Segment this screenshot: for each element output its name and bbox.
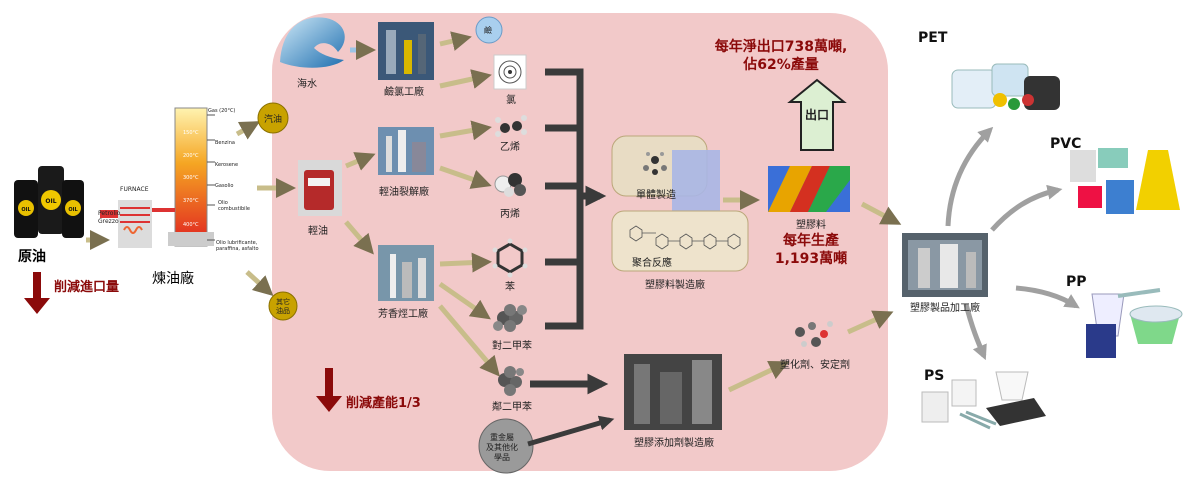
ethylene-molecule-icon — [495, 115, 527, 137]
oxylene-label: 鄰二甲苯 — [492, 402, 532, 413]
production-text-2: 1,193萬噸 — [774, 251, 848, 267]
temp-150: 150°C — [183, 130, 199, 136]
polymer-structure-icon — [629, 225, 741, 250]
capacity-note: 削減產能1/3 — [346, 396, 421, 411]
export-label: 出口 — [805, 108, 830, 122]
svg-text:OIL: OIL — [21, 207, 31, 213]
export-text-1: 每年淨出口738萬噸, — [714, 39, 848, 55]
processing-label: 塑膠製品加工廠 — [910, 303, 980, 314]
export-arrow — [787, 78, 847, 151]
seawater-icon — [280, 17, 345, 68]
plasticizer-label: 塑化劑、安定劑 — [780, 360, 850, 371]
fraction-gasolio: Gasolio — [215, 183, 234, 189]
aromatics-plant-photo — [378, 245, 434, 301]
pvc-products-icon — [1070, 148, 1180, 214]
pet-containers-icon — [951, 63, 1060, 110]
fraction-gas: Gas (20°C) — [208, 108, 236, 114]
plastic-pellets-icon — [768, 166, 850, 212]
ps-label: PS — [924, 368, 945, 384]
additive-factory-photo — [624, 354, 722, 430]
temp-370: 370°C — [183, 198, 199, 204]
other-oil-label-1: 其它 — [276, 298, 290, 306]
pp-products-icon — [1086, 288, 1183, 358]
o-xylene-molecule-icon — [498, 366, 524, 396]
fraction-benzina: Benzina — [215, 140, 235, 146]
grezzo-label: Grezzo — [98, 218, 119, 225]
temp-400: 400°C — [183, 222, 199, 228]
gasoline-circle — [257, 102, 289, 134]
oil-barrels-icon: OIL OIL OIL — [14, 166, 84, 238]
pet-label: PET — [918, 30, 948, 46]
fraction-combustibile: combustibile — [218, 206, 251, 212]
benzene-label: 苯 — [505, 282, 515, 293]
seawater-label: 海水 — [297, 79, 317, 90]
other-oil-circle — [268, 291, 298, 321]
chlorine-label: 氯 — [506, 95, 516, 106]
monomer-label: 單體製造 — [636, 190, 676, 201]
fraction-paraffina: paraffina, asfalto — [216, 246, 259, 252]
chlorine-atom-icon — [493, 54, 527, 90]
heavy-metals-label-3: 學品 — [494, 453, 510, 462]
export-text-2: 佔62%產量 — [743, 57, 819, 73]
plastic-factory-label: 塑膠料製造廠 — [645, 280, 705, 291]
naphtha-cracker-photo — [378, 127, 434, 175]
chloralkali-label: 鹼氯工廠 — [384, 87, 424, 98]
heavy-metals-circle — [478, 418, 534, 474]
naphtha-label: 輕油 — [308, 226, 328, 237]
petrolio-label: Petrolio — [98, 210, 121, 217]
sodium-icon — [475, 16, 503, 44]
fraction-lubrificante: Olio lubrificante, — [216, 240, 258, 246]
propylene-label: 丙烯 — [500, 209, 520, 220]
aromatics-label: 芳香烴工廠 — [378, 309, 428, 320]
blue-overlay — [672, 150, 720, 212]
fraction-kerosene: Kerosene — [215, 162, 239, 168]
ethylene-label: 乙烯 — [500, 142, 520, 153]
gasoline-label: 汽油 — [264, 115, 283, 125]
resin-label: 塑膠料 — [796, 220, 826, 231]
heavy-metals-label-2: 及其他化 — [486, 443, 518, 452]
pvc-label: PVC — [1050, 136, 1082, 152]
p-xylene-molecule-icon — [493, 304, 527, 332]
refinery-label: 煉油廠 — [152, 271, 194, 287]
plasticizer-molecule-icon — [795, 321, 833, 347]
reduce-capacity-arrow — [316, 368, 342, 412]
processing-plant-photo — [902, 233, 988, 297]
furnace-label: FURNACE — [120, 186, 149, 193]
chloralkali-plant-photo — [378, 22, 434, 80]
svg-text:OIL: OIL — [45, 198, 56, 205]
sodium-label: 鹼 — [484, 26, 492, 35]
crude-label: 原油 — [18, 249, 46, 265]
fraction-olio: Olio — [218, 200, 228, 206]
monomer-molecule-icon — [643, 152, 667, 175]
other-oil-label-2: 油品 — [276, 307, 290, 315]
propylene-molecule-icon — [494, 173, 526, 197]
pxylene-label: 對二甲苯 — [492, 341, 532, 352]
benzene-molecule-icon — [492, 238, 528, 278]
reduce-import-note: 削減進口量 — [54, 280, 120, 295]
reduce-import-arrow — [24, 272, 50, 314]
cracker-label: 輕油裂解廠 — [379, 187, 429, 198]
naphtha-drum-photo — [298, 160, 342, 216]
production-text-1: 每年生產 — [783, 233, 839, 249]
svg-text:OIL: OIL — [68, 207, 78, 213]
pp-label: PP — [1066, 274, 1087, 290]
distillation-tower-icon — [100, 107, 215, 248]
temp-200: 200°C — [183, 153, 199, 159]
heavy-metals-label-1: 重金屬 — [490, 433, 514, 442]
polymer-label: 聚合反應 — [632, 258, 672, 269]
additive-factory-label: 塑膠添加劑製造廠 — [634, 438, 714, 449]
ps-products-icon — [921, 371, 1046, 430]
temp-300: 300°C — [183, 175, 199, 181]
